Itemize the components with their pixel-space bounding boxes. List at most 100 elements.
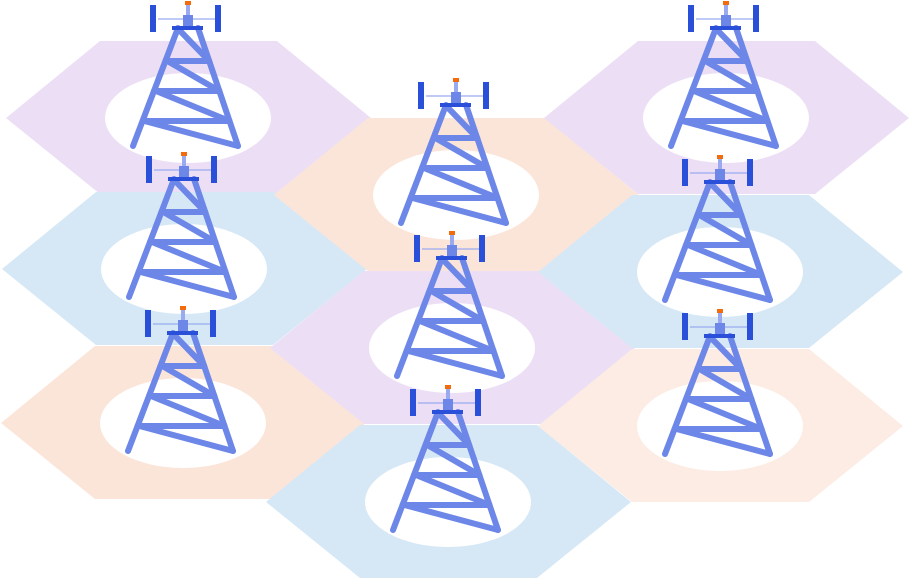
antenna-mast [724,5,728,16]
tower-platform [167,331,198,335]
antenna-panel-left [145,310,151,337]
tower-brace [136,423,236,454]
antenna-mast [446,389,450,400]
antenna-panel-left [414,235,420,262]
tower-leg-left [125,330,176,454]
beacon-light [185,1,191,5]
tower-brace [405,348,505,379]
tower-platform [432,410,463,414]
tower-leg-left [126,176,177,300]
antenna-mast [450,235,454,246]
antenna-panel-left [682,313,688,340]
tower-platform [168,177,199,181]
cell-tower-icon [125,306,236,454]
tower-brace [164,58,223,94]
antenna-hub [179,166,189,178]
antenna-panel-right [215,5,221,32]
beacon-light [181,152,187,156]
beacon-light [717,309,723,313]
antenna-panel-right [475,389,481,416]
tower-leg-left [394,255,445,379]
antenna-panel-right [747,159,753,186]
antenna-mast [182,156,186,167]
antenna-panel-left [146,156,152,183]
beacon-light [449,231,455,235]
tower-platform [440,103,471,107]
cell-tower-icon [390,385,501,533]
tower-brace [708,335,745,372]
tower-leg-left [398,102,449,226]
beacon-light [180,306,186,310]
tower-brace [159,363,218,399]
tower-brace [420,165,501,201]
antenna-panel-left [682,159,688,186]
antenna-panel-right [747,313,753,340]
tower-brace [714,27,751,64]
tower-brace [409,195,509,226]
tower-leg-left [390,409,441,533]
cell-tower-icon [126,152,237,300]
antenna-hub [447,245,457,257]
cell-tower-icon [662,309,773,457]
tower-brace [152,88,233,124]
tower-brace [440,257,477,294]
tower-brace [141,118,241,149]
antenna-hub [451,92,461,104]
tower-brace [444,104,481,141]
tower-brace [160,209,219,245]
antenna-hub [715,169,725,181]
antenna-hub [721,15,731,27]
tower-brace [432,135,491,171]
tower-leg-left [662,179,713,303]
tower-brace [684,242,765,278]
antenna-mast [718,313,722,324]
tower-brace [171,332,208,369]
antenna-mast [186,5,190,16]
beacon-light [723,1,729,5]
antenna-hub [183,15,193,27]
antenna-panel-left [688,5,694,32]
cell-tower-icon [662,155,773,303]
tower-brace [436,411,473,448]
antenna-panel-right [211,156,217,183]
tower-brace [401,502,501,533]
antenna-panel-right [483,82,489,109]
antenna-mast [181,310,185,321]
tower-brace [424,442,483,478]
cell-tower-icon [668,1,779,149]
beacon-light [445,385,451,389]
antenna-mast [454,82,458,93]
antenna-mast [718,159,722,170]
tower-brace [696,366,755,402]
antenna-panel-right [210,310,216,337]
tower-brace [176,27,213,64]
tower-brace [428,288,487,324]
antenna-panel-right [753,5,759,32]
tower-platform [172,26,203,30]
tower-platform [436,256,467,260]
tower-brace [147,393,228,429]
antenna-hub [443,399,453,411]
cell-tower-icon [130,1,241,149]
antenna-panel-right [479,235,485,262]
beacon-light [717,155,723,159]
tower-platform [704,180,735,184]
beacon-light [453,78,459,82]
tower-brace [137,269,237,300]
tower-brace [690,88,771,124]
tower-brace [412,472,493,508]
towers [125,1,779,533]
tower-leg-left [668,25,719,149]
tower-brace [416,318,497,354]
tower-brace [673,426,773,457]
antenna-panel-left [418,82,424,109]
antenna-hub [178,320,188,332]
tower-brace [696,212,755,248]
antenna-hub [715,323,725,335]
tower-brace [148,239,229,275]
antenna-panel-left [410,389,416,416]
antenna-panel-left [150,5,156,32]
tower-brace [708,181,745,218]
cell-tower-icon [394,231,505,379]
